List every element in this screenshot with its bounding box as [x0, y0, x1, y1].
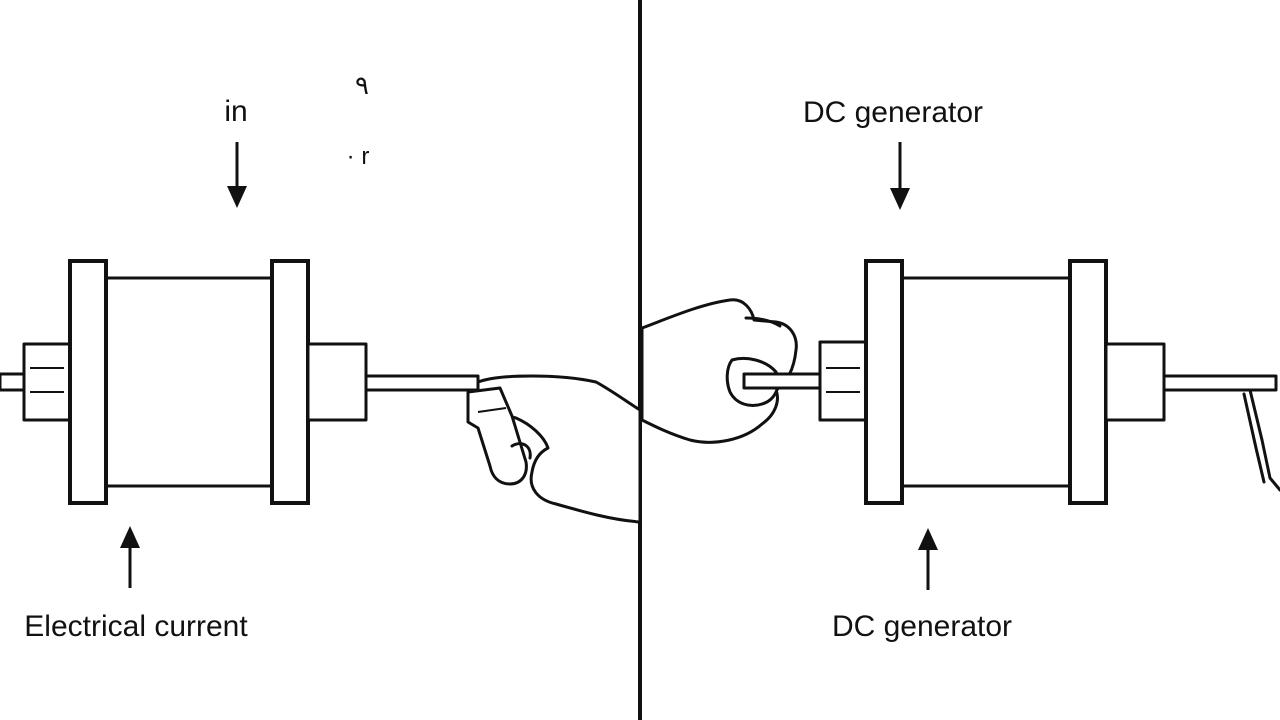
right-left-collar	[818, 340, 868, 422]
left-shaft-stub	[0, 372, 28, 392]
left-scribble-1: ٩	[355, 70, 369, 100]
left-bottom-label: Electrical current	[24, 610, 248, 643]
left-flange-b	[270, 259, 310, 505]
right-flange-b	[1068, 259, 1108, 505]
right-crank-lever	[1248, 388, 1280, 492]
right-generator-body	[900, 276, 1072, 488]
left-right-collar	[306, 342, 368, 422]
right-input-shaft	[742, 372, 824, 390]
right-flange-a	[864, 259, 904, 505]
right-panel: DC generator	[640, 96, 1280, 643]
right-hand-illustration	[640, 298, 798, 444]
right-output-shaft	[1162, 374, 1278, 392]
right-down-arrow-icon	[890, 142, 910, 210]
left-down-arrow-icon	[227, 142, 247, 208]
right-crank-lever-edge	[1242, 392, 1266, 484]
left-panel: in ٩ · r	[0, 70, 642, 643]
right-top-label: DC generator	[803, 96, 983, 129]
left-collar	[22, 342, 72, 422]
left-top-label: in	[224, 95, 247, 128]
left-generator-body	[104, 276, 274, 488]
right-up-arrow-icon	[918, 528, 938, 590]
left-hand-illustration	[466, 374, 642, 524]
left-up-arrow-icon	[120, 526, 140, 588]
left-flange-a	[68, 259, 108, 505]
left-scribble-2: · r	[347, 143, 370, 170]
right-bottom-label: DC generator	[832, 610, 1012, 643]
left-output-shaft	[364, 374, 480, 392]
right-right-collar	[1104, 342, 1166, 422]
